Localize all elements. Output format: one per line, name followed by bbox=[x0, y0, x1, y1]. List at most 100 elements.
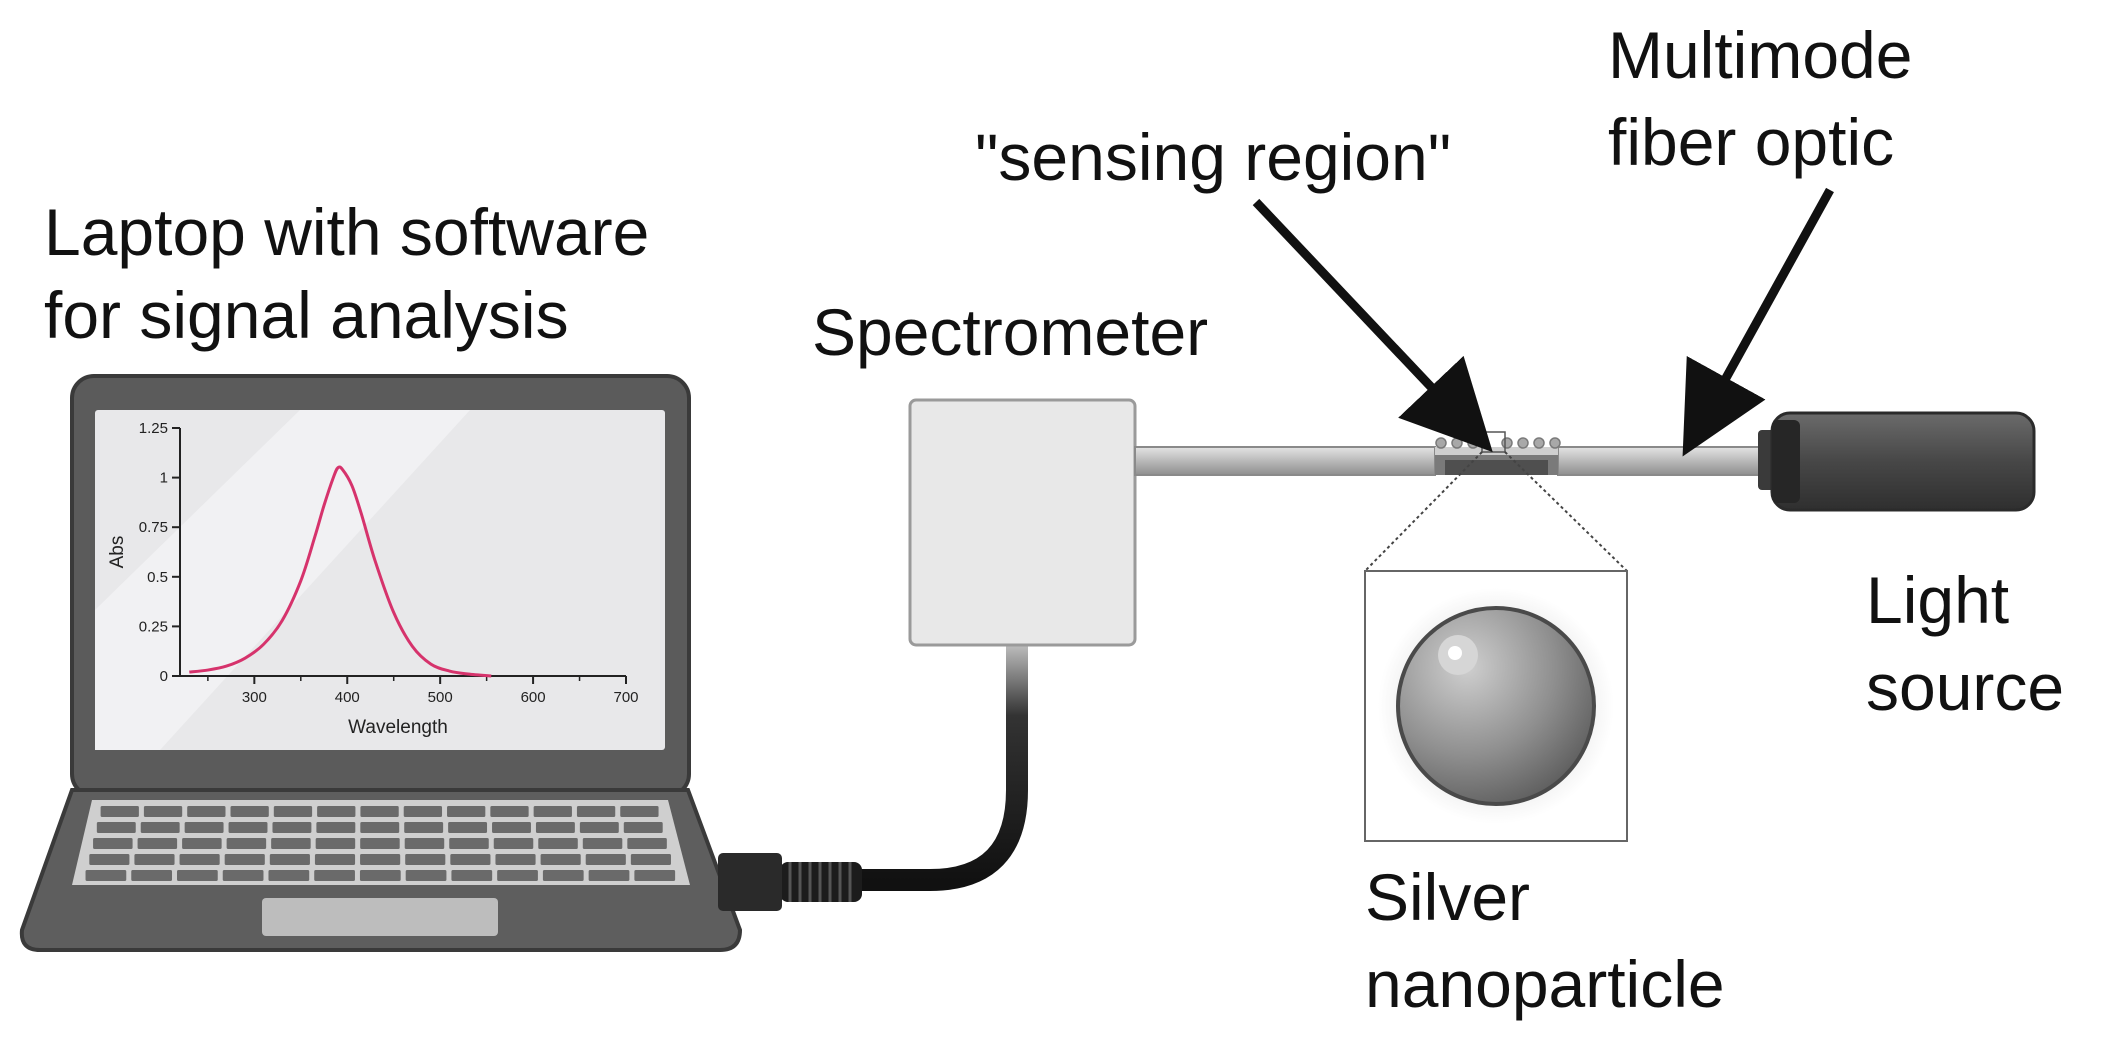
keyboard-key bbox=[490, 806, 529, 817]
keyboard-key bbox=[89, 854, 130, 865]
screen-glare bbox=[95, 410, 470, 750]
keyboard-key bbox=[405, 854, 446, 865]
keyboard-key bbox=[143, 806, 183, 817]
keyboard-key bbox=[360, 806, 399, 817]
particle-label-line2: nanoparticle bbox=[1365, 947, 1725, 1021]
laptop-label-line2: for signal analysis bbox=[44, 278, 569, 352]
spectrometer-label: Spectrometer bbox=[812, 295, 1208, 369]
keyboard-key bbox=[588, 870, 630, 881]
light-source-label-line1: Light bbox=[1866, 563, 2009, 637]
usb-plug bbox=[718, 853, 782, 911]
keyboard-key bbox=[451, 870, 493, 881]
keyboard-key bbox=[448, 822, 488, 833]
keyboard-key bbox=[222, 870, 264, 881]
x-tick-label: 500 bbox=[428, 689, 453, 706]
keyboard-key bbox=[405, 870, 447, 881]
keyboard-key bbox=[540, 854, 581, 865]
fiber-right bbox=[1557, 446, 1764, 476]
keyboard-key bbox=[85, 870, 127, 881]
keyboard-key bbox=[134, 854, 175, 865]
fiber-cladding-top bbox=[1435, 447, 1558, 455]
keyboard-key bbox=[314, 854, 356, 865]
keyboard-key bbox=[360, 822, 400, 833]
light-source-body bbox=[1770, 411, 2036, 512]
sphere-highlight-core bbox=[1448, 646, 1462, 660]
keyboard-key bbox=[403, 806, 443, 817]
keyboard-key bbox=[317, 806, 356, 817]
zoom-line-right bbox=[1504, 451, 1628, 572]
keyboard-key bbox=[493, 838, 534, 849]
keyboard-key bbox=[542, 870, 584, 881]
keyboard-key bbox=[268, 870, 310, 881]
y-tick-label: 1.25 bbox=[139, 420, 168, 437]
keyboard-key bbox=[269, 854, 310, 865]
keyboard-key bbox=[620, 806, 659, 817]
keyboard-key bbox=[184, 822, 224, 833]
keyboard-key bbox=[93, 838, 133, 849]
cable-line bbox=[860, 645, 1028, 891]
light-source bbox=[1758, 411, 2036, 512]
fiber-optic-cable bbox=[1134, 446, 1764, 476]
nanoparticle-dots bbox=[1435, 437, 1561, 449]
keyboard-key bbox=[538, 838, 578, 849]
keyboard-key bbox=[582, 838, 623, 849]
keyboard-key bbox=[585, 854, 626, 865]
keyboard-key bbox=[495, 854, 536, 865]
y-axis-label: Abs bbox=[107, 536, 128, 569]
y-tick-label: 0 bbox=[160, 668, 168, 685]
keyboard-key bbox=[492, 822, 531, 833]
touchpad bbox=[262, 898, 498, 936]
fiber-optic-arrow bbox=[1682, 187, 1834, 457]
keyboard-key bbox=[316, 822, 356, 833]
keyboard-key bbox=[359, 870, 401, 881]
x-tick-label: 700 bbox=[613, 689, 638, 706]
keyboard-key bbox=[100, 806, 139, 817]
absorbance-series-line bbox=[189, 465, 492, 678]
keyboard-key bbox=[404, 822, 444, 833]
keyboard-keys bbox=[85, 806, 676, 881]
nanoparticle-inset bbox=[1364, 570, 1628, 842]
keyboard-key bbox=[630, 854, 671, 865]
light-source-label-line2: source bbox=[1866, 650, 2064, 724]
keyboard-key bbox=[230, 806, 269, 817]
keyboard-key bbox=[450, 854, 491, 865]
spectrometer-box bbox=[908, 398, 1137, 647]
keyboard-key bbox=[360, 838, 400, 849]
keyboard-key bbox=[497, 870, 538, 881]
keyboard-key bbox=[179, 854, 220, 865]
laptop bbox=[19, 374, 743, 952]
keyboard-key bbox=[137, 838, 178, 849]
keyboard-key bbox=[404, 838, 445, 849]
keyboard-key bbox=[140, 822, 180, 833]
keyboard-key bbox=[182, 838, 222, 849]
x-tick-label: 600 bbox=[521, 689, 546, 706]
silver-nanoparticle-sphere bbox=[1396, 606, 1596, 806]
keyboard-key bbox=[579, 822, 619, 833]
keyboard-key bbox=[535, 822, 575, 833]
sensing-region-arrow bbox=[1252, 198, 1493, 453]
keyboard-key bbox=[634, 870, 676, 881]
keyboard-key bbox=[576, 806, 616, 817]
particle-label-line1: Silver bbox=[1365, 860, 1530, 934]
fiber-left bbox=[1134, 446, 1436, 476]
y-tick-label: 0.25 bbox=[139, 618, 168, 635]
x-tick-label: 400 bbox=[335, 689, 360, 706]
zoom-line-left bbox=[1364, 451, 1483, 572]
keyboard-key bbox=[623, 822, 663, 833]
keyboard-key bbox=[96, 822, 136, 833]
keyboard-key bbox=[360, 854, 401, 865]
keyboard-key bbox=[533, 806, 572, 817]
keyboard-key bbox=[447, 806, 486, 817]
keyboard-key bbox=[273, 806, 313, 817]
fiber-label-line1: Multimode bbox=[1608, 18, 1912, 92]
cable-boot-ribs bbox=[788, 862, 852, 902]
fiber-core-sensing-dark bbox=[1445, 460, 1548, 475]
keyboard-key bbox=[315, 838, 356, 849]
y-tick-label: 0.75 bbox=[139, 519, 168, 536]
laptop-label-line1: Laptop with software bbox=[44, 195, 649, 269]
series-layer bbox=[189, 465, 492, 678]
light-source-band bbox=[1772, 420, 1800, 503]
